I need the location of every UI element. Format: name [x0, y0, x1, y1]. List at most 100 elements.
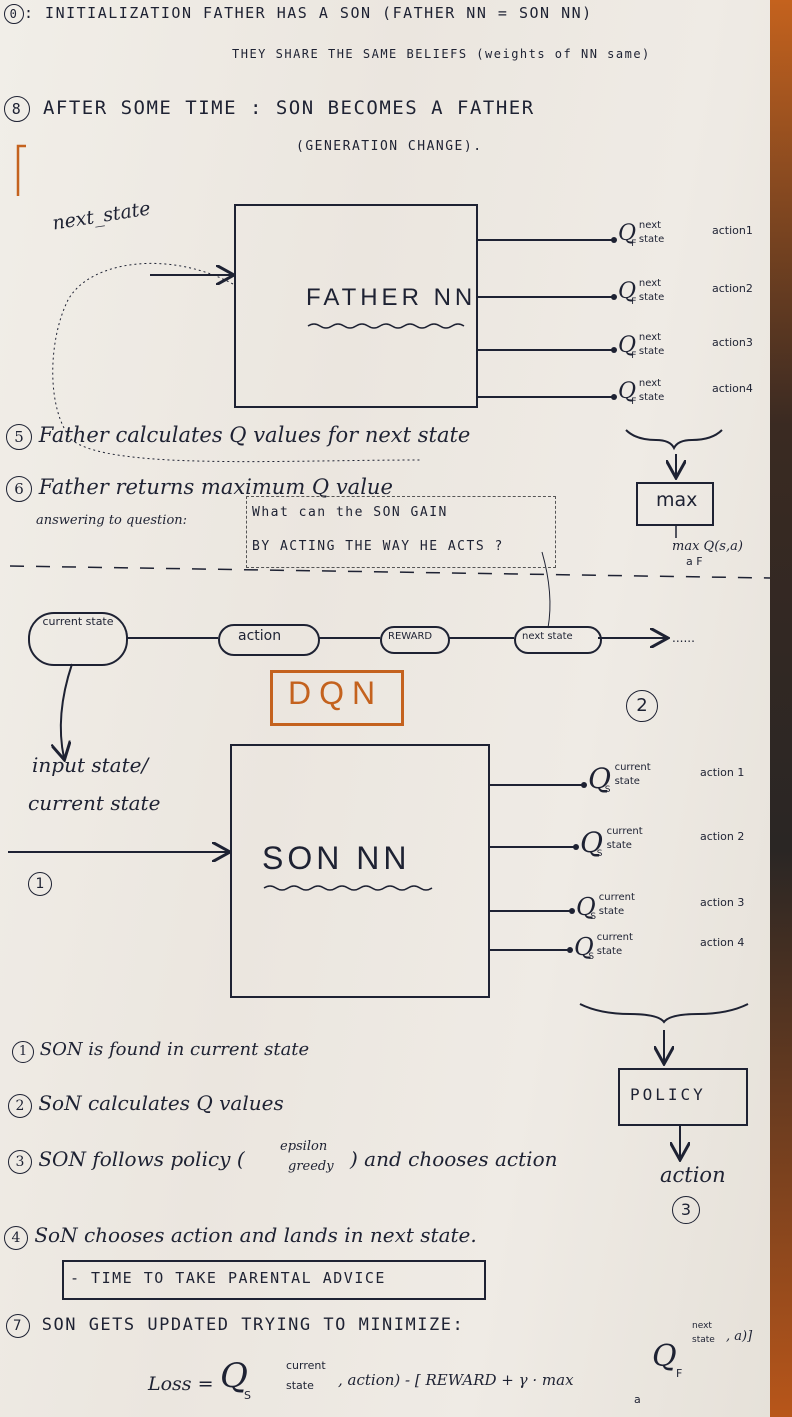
father-output-state-top-1: next [638, 220, 662, 231]
son-output-q-3: Q [576, 893, 596, 921]
timeline-continuation: ...... [672, 631, 695, 645]
son-input-label-1: input state/ [32, 753, 149, 777]
son-output-state-bottom-2: state [606, 840, 632, 851]
son-nn-title: SON NN [262, 840, 411, 876]
step-8-text: AFTER SOME TIME : SON BECOMES A FATHER [42, 97, 535, 119]
son-output-state-bottom-4: state [596, 946, 623, 957]
son-output-action-4: action 4 [700, 936, 745, 949]
loss-next-2: state [692, 1335, 715, 1345]
step-number-8: 8 [4, 96, 30, 122]
bottom-step-4: 4 SoN chooses action and lands in next s… [4, 1224, 477, 1250]
step-number-0: 0 [4, 4, 24, 24]
circle-3: 3 [672, 1196, 700, 1224]
bottom-step-3-text: SON follows policy ( [38, 1147, 245, 1171]
dqn-label: DQN [288, 675, 384, 711]
step-0-continued: THEY SHARE THE SAME BELIEFS (weights of … [232, 47, 651, 61]
timeline-node-label-1: action [238, 628, 282, 644]
step-0: 0: INITIALIZATION FATHER HAS A SON (FATH… [4, 4, 593, 24]
parental-advice-box [62, 1260, 486, 1300]
timeline-node-label-2: REWARD [388, 631, 433, 642]
father-output-q-1: Q [618, 221, 637, 246]
bottom-step-1: 1 SON is found in current state [12, 1040, 309, 1063]
timeline-node-reward [380, 626, 450, 654]
step-8: 8 AFTER SOME TIME : SON BECOMES A FATHER [4, 96, 535, 122]
father-nn-title: FATHER NN [306, 284, 477, 311]
background-edge [770, 0, 792, 1417]
loss-state-1: current [286, 1359, 326, 1372]
son-output-q-sub-2: S [596, 849, 603, 860]
bottom-step-7-text: SON GETS UPDATED TRYING TO MINIMIZE: [41, 1315, 465, 1335]
loss-prefix: Loss = [148, 1373, 214, 1395]
max-label: max [656, 489, 698, 511]
father-output-q-2: Q [618, 279, 637, 304]
step-5: 5 Father calculates Q values for next st… [6, 423, 471, 450]
bottom-step-number-7: 7 [6, 1314, 30, 1338]
loss-q-father-sub: F [676, 1367, 683, 1380]
timeline-node-current-state [28, 612, 128, 666]
loss-action-reward: , action) - [ REWARD + γ · max [338, 1371, 574, 1389]
loss-q-son: Q [220, 1356, 248, 1396]
father-output-state-top-3: next [638, 332, 662, 343]
max-expression-sub: a F [686, 555, 703, 568]
loss-max-sub: a [634, 1393, 641, 1406]
max-expression: max Q(s,a) [672, 539, 743, 554]
loss-q-son-sub: S [244, 1389, 251, 1402]
bottom-step-3: 3 SON follows policy ( [8, 1148, 245, 1174]
father-output-q-sub-3: F [631, 350, 637, 361]
bottom-step-3-text-2: ) and chooses action [350, 1147, 558, 1171]
policy-label: POLICY [630, 1085, 706, 1104]
father-output-state-top-2: next [638, 278, 662, 289]
son-nn-box [230, 744, 490, 998]
father-output-action-1: action1 [712, 224, 753, 237]
son-output-action-3: action 3 [700, 896, 745, 909]
loss-tail: , a)] [726, 1329, 753, 1344]
policy-box [618, 1068, 748, 1126]
question-box [246, 496, 556, 568]
bottom-step-3-paren-2: greedy [288, 1159, 334, 1174]
timeline-node-label-3: next state [522, 631, 573, 642]
son-output-q-4: Q [574, 933, 594, 961]
loss-state-2: state [286, 1379, 314, 1392]
father-output-q-sub-2: F [631, 296, 637, 307]
son-output-state-top-1: current [614, 762, 651, 773]
father-output-action-2: action2 [712, 282, 753, 295]
bottom-step-2-text: SoN calculates Q values [38, 1091, 284, 1115]
father-output-state-top-4: next [638, 378, 662, 389]
timeline-node-label-0: current state [42, 615, 114, 628]
timeline-node-next-state [514, 626, 602, 654]
son-output-state-top-3: current [598, 892, 635, 903]
parental-advice-text: - TIME TO TAKE PARENTAL ADVICE [70, 1269, 386, 1287]
son-input-label-2: current state [28, 791, 161, 815]
circle-2: 2 [626, 690, 658, 722]
father-output-state-bottom-3: state [638, 346, 665, 357]
son-output-state-bottom-1: state [614, 776, 640, 787]
question-line-2: BY ACTING THE WAY HE ACTS ? [252, 539, 504, 554]
action-output-label: action [660, 1163, 726, 1187]
loss-q-father: Q [652, 1339, 677, 1374]
loss-next-1: next [692, 1321, 712, 1331]
son-output-action-1: action 1 [700, 766, 745, 779]
step-number-5: 5 [6, 424, 32, 450]
father-output-q-sub-1: F [631, 238, 637, 249]
father-output-action-4: action4 [712, 382, 753, 395]
father-output-q-3: Q [618, 333, 637, 358]
bottom-step-2: 2 SoN calculates Q values [8, 1092, 284, 1118]
son-output-state-top-4: current [596, 932, 633, 943]
father-output-state-bottom-1: state [638, 234, 665, 245]
father-output-action-3: action3 [712, 336, 753, 349]
son-output-state-bottom-3: state [598, 906, 625, 917]
dqn-label-box [270, 670, 404, 726]
son-output-q-sub-3: S [590, 912, 597, 923]
son-output-q-sub-4: S [588, 952, 595, 963]
bottom-step-3-paren-1: epsilon [280, 1139, 328, 1154]
father-output-q-sub-4: F [631, 396, 637, 407]
bottom-step-4-text: SoN chooses action and lands in next sta… [34, 1223, 477, 1247]
bottom-step-number-4: 4 [4, 1226, 28, 1250]
circle-1: 1 [28, 872, 52, 896]
son-output-state-top-2: current [606, 826, 643, 837]
step-5-text: Father calculates Q values for next stat… [38, 423, 471, 447]
bottom-step-number-3: 3 [8, 1150, 32, 1174]
father-output-q-4: Q [618, 379, 637, 404]
father-nn-box [234, 204, 478, 408]
